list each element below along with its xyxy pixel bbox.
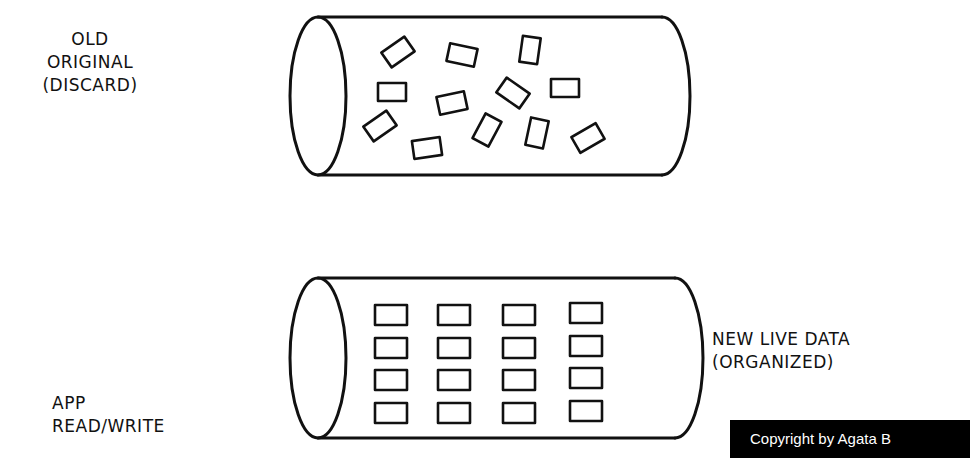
watermark: Copyright by Agata B <box>730 420 970 458</box>
cylinder-end <box>662 17 690 175</box>
storage-label: NEW LIVE DATA (ORGANIZED) <box>712 328 912 374</box>
cylinder-end <box>290 17 346 175</box>
scattered-records <box>363 36 604 159</box>
cylinder-end <box>290 278 346 438</box>
cylinder-body <box>318 278 675 438</box>
access-label: APP READ/WRITE <box>52 392 182 438</box>
organized-records <box>375 303 602 423</box>
storage-label: OLD ORIGINAL (DISCARD) <box>30 28 150 97</box>
cylinder-body <box>318 17 662 175</box>
cylinder-end <box>675 278 703 438</box>
